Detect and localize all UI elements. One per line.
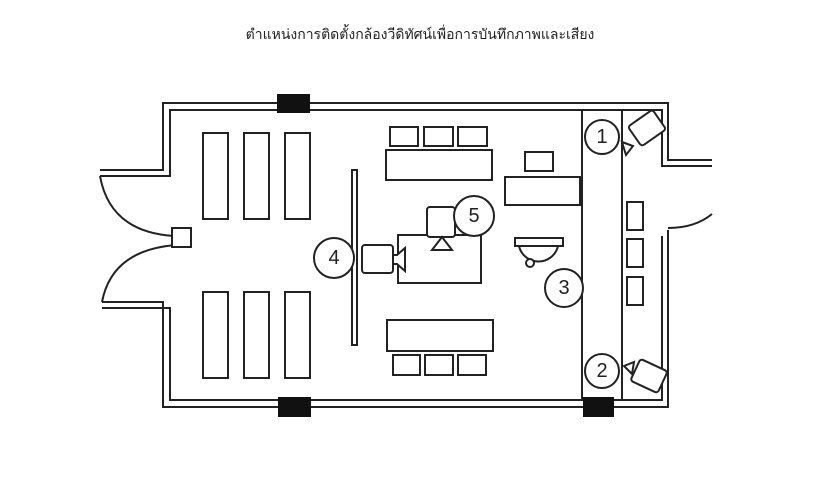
camera-label: 3 bbox=[558, 277, 569, 299]
seating-tables bbox=[202, 132, 311, 379]
video-camera-icon bbox=[361, 244, 406, 274]
camera-3[interactable]: 3 bbox=[514, 237, 584, 308]
box-camera-icon bbox=[622, 358, 668, 394]
diagram-title: ตำแหน่งการติดตั้งกล้องวีดิทัศน์เพื่อการบ… bbox=[245, 27, 595, 43]
camera-4[interactable]: 4 bbox=[313, 237, 406, 279]
door-sensor bbox=[171, 227, 192, 248]
camera-label: 4 bbox=[328, 247, 339, 269]
camera-1[interactable]: 1 bbox=[584, 109, 666, 158]
box-camera-icon bbox=[620, 109, 666, 158]
camera-label: 5 bbox=[468, 205, 479, 227]
camera-5[interactable]: 5 bbox=[426, 195, 495, 251]
walls bbox=[100, 102, 712, 408]
camera-2[interactable]: 2 bbox=[584, 353, 668, 394]
dome-camera-icon bbox=[514, 237, 564, 268]
pillars bbox=[277, 94, 614, 417]
desks bbox=[385, 126, 644, 376]
camera-label: 1 bbox=[596, 126, 607, 148]
doors bbox=[99, 175, 713, 303]
camera-label: 2 bbox=[596, 360, 607, 382]
